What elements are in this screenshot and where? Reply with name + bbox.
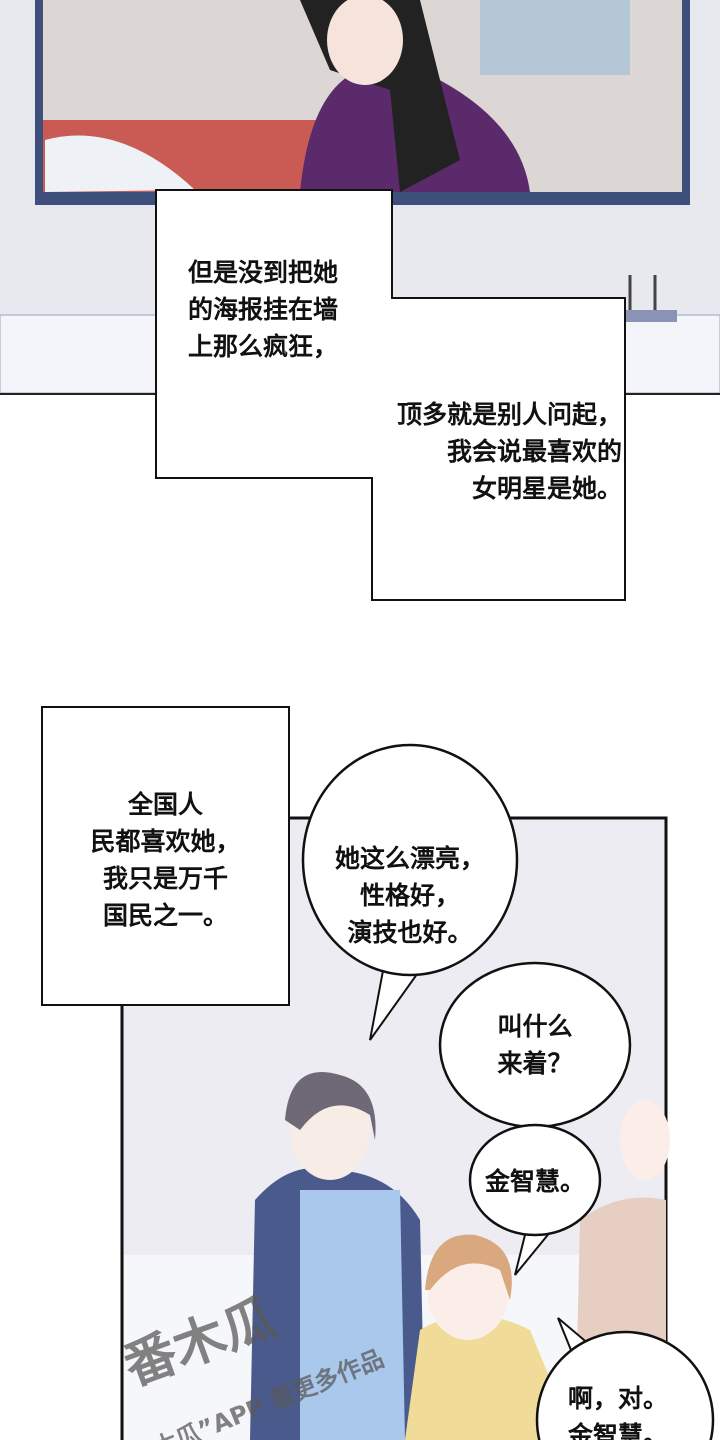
- bubble-text-2: 叫什么 来着？: [497, 1012, 573, 1078]
- speech-bubble-4: [535, 1330, 715, 1440]
- speech-bubble-3: [468, 1123, 602, 1237]
- caption-text-1b: 顶多就是别人问起， 我会说最喜欢的 女明星是她。: [396, 400, 622, 503]
- woman-face: [327, 0, 403, 85]
- caption-box-2: [41, 706, 290, 1006]
- man-face: [428, 1250, 508, 1340]
- bubble-text-4: 啊，对。 金智慧。: [568, 1384, 669, 1440]
- router: [625, 310, 677, 322]
- speech-bubble-1: [301, 743, 519, 977]
- bubble-text-1: 她这么漂亮， 性格好， 演技也好。: [334, 844, 485, 947]
- bubble-text-3: 金智慧。: [484, 1167, 585, 1196]
- caption-text-2: 全国人 民都喜欢她， 我只是万千 国民之一。: [90, 790, 241, 930]
- caption-text-1a: 但是没到把她 的海报挂在墙 上那么疯狂，: [188, 258, 339, 361]
- caption-box-1: [155, 189, 626, 601]
- man-sweater: [405, 1315, 575, 1440]
